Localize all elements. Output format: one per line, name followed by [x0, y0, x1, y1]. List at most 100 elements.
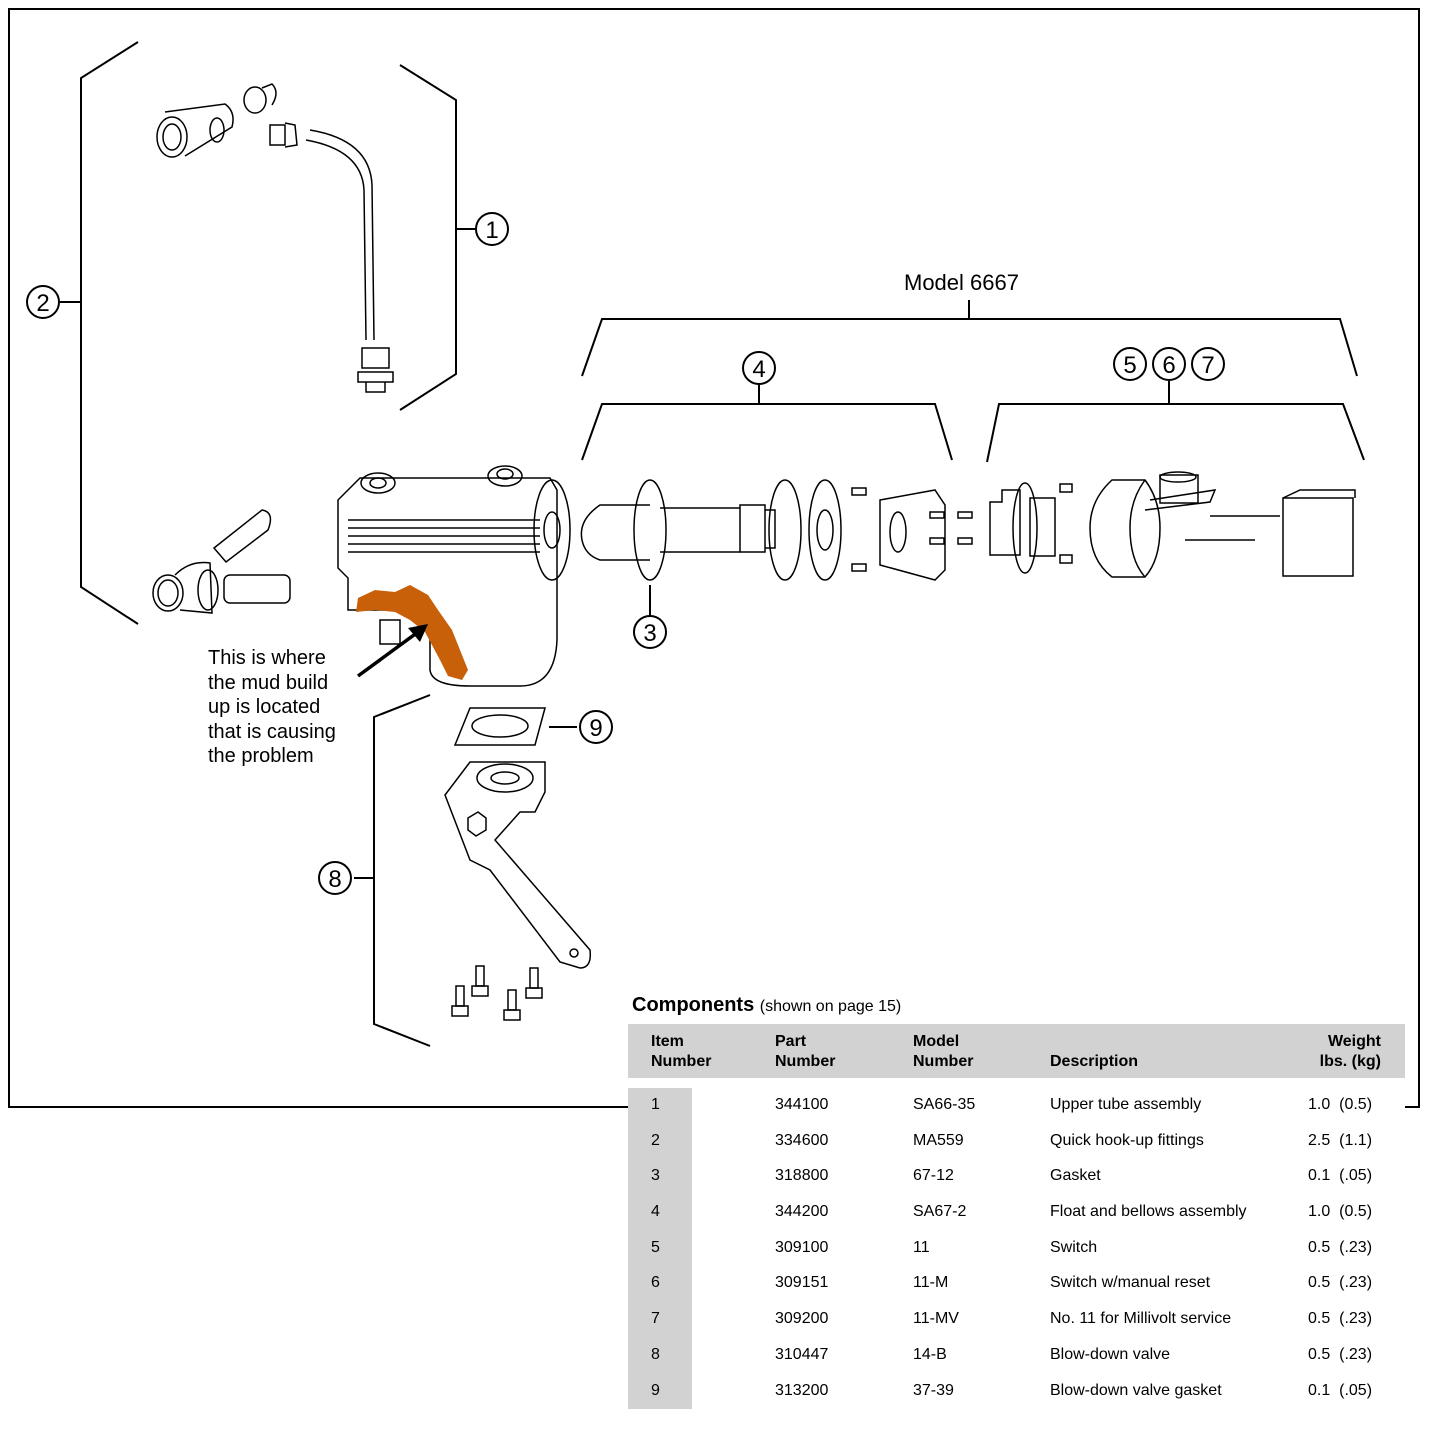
description: Switch [1050, 1238, 1098, 1256]
svg-text:7: 7 [1201, 352, 1214, 379]
callout-1: 1 [475, 212, 509, 246]
table-row: 7 309200 11-MV No. 11 for Millivolt service… [628, 1302, 1405, 1338]
item-number: 7 [651, 1310, 660, 1328]
model-number: 11-M [913, 1274, 949, 1292]
description: Float and bellows assembly [1050, 1203, 1247, 1221]
weight: 0.1 (.05) [1308, 1167, 1373, 1185]
svg-text:6: 6 [1162, 352, 1175, 379]
bracket-5-6-7 [986, 403, 1365, 463]
table-row: 1 344100 SA66-35 Upper tube assembly 1.0 (0.… [628, 1088, 1405, 1124]
item-number: 6 [651, 1274, 660, 1292]
weight: 1.0 (0.5) [1308, 1096, 1373, 1113]
components-title: Components (shown on page 15) [632, 994, 902, 1016]
callout-8: 8 [318, 861, 352, 895]
part-number: 334600 [775, 1131, 829, 1149]
description: Quick hook-up fittings [1050, 1131, 1204, 1149]
model-number: MA559 [913, 1131, 964, 1149]
valve-bolts [451, 965, 543, 1021]
weight: 0.5 (.23) [1308, 1345, 1373, 1363]
table-body: 1 344100 SA66-35 Upper tube assembly 1.0 (0.… [628, 1088, 1405, 1410]
switch-assembly [989, 471, 1356, 578]
weight: 1.0 (0.5) [1308, 1203, 1373, 1221]
table-row: 9 313200 37-39 Blow-down valve gasket 0.1 (.… [628, 1374, 1405, 1410]
model-number: 37-39 [913, 1381, 954, 1399]
item-number: 9 [651, 1381, 660, 1399]
model-number: 11 [913, 1238, 930, 1256]
mud-buildup-highlight [356, 585, 468, 680]
description: Switch w/manual reset [1050, 1274, 1211, 1292]
item-number: 3 [651, 1167, 660, 1185]
note-line: up is located [208, 696, 321, 718]
callout-7: 7 [1191, 347, 1225, 381]
description: Gasket [1050, 1167, 1101, 1185]
float-bellows-assembly [580, 479, 973, 581]
description: Blow-down valve [1050, 1345, 1171, 1363]
svg-text:9: 9 [589, 715, 602, 742]
float-chamber-body [337, 465, 571, 687]
weight: 0.5 (.23) [1308, 1238, 1373, 1256]
model-number: 67-12 [913, 1167, 954, 1185]
model-number: SA66-35 [913, 1096, 976, 1113]
model-number: SA67-2 [913, 1203, 967, 1221]
weight: 0.5 (.23) [1308, 1274, 1373, 1292]
description: No. 11 for Millivolt service [1050, 1310, 1232, 1328]
svg-text:5: 5 [1123, 352, 1136, 379]
item-number-column-shade [628, 1088, 692, 1410]
blow-down-valve [444, 707, 592, 1021]
part-number: 313200 [775, 1381, 829, 1399]
bracket-model-6667 [581, 318, 1358, 377]
item-number: 8 [651, 1345, 660, 1363]
item-number: 2 [651, 1131, 660, 1149]
table-row: 5 309100 11 Switch 0.5 (.23) [628, 1231, 1405, 1267]
callout-5: 5 [1113, 347, 1147, 381]
model-number: 14-B [913, 1345, 947, 1363]
callout-9: 9 [579, 710, 613, 744]
note-line: the mud build [208, 671, 329, 694]
table-row: 2 334600 MA559 Quick hook-up fittings 2.5 (1… [628, 1124, 1405, 1160]
weight: 2.5 (1.1) [1308, 1131, 1373, 1149]
svg-text:4: 4 [752, 356, 765, 383]
part-number: 318800 [775, 1167, 829, 1185]
model-number: 11-MV [913, 1310, 959, 1328]
part-number: 309151 [775, 1274, 829, 1292]
part-number: 309200 [775, 1310, 829, 1328]
item-number: 4 [651, 1203, 660, 1221]
bracket-8 [373, 694, 431, 1047]
callout-2: 2 [26, 285, 60, 319]
note-line: that is causing [208, 720, 336, 743]
table-row: 6 309151 11-M Switch w/manual reset 0.5 (.23… [628, 1266, 1405, 1302]
note-line: This is where [208, 647, 326, 669]
bracket-1 [399, 64, 457, 411]
svg-text:1: 1 [485, 217, 498, 244]
table-row: 4 344200 SA67-2 Float and bellows assembly 1… [628, 1195, 1405, 1231]
bracket-4 [581, 403, 953, 461]
callout-6: 6 [1152, 347, 1186, 381]
mud-annotation-note: This is where the mud build up is locate… [208, 646, 368, 769]
part-number: 344200 [775, 1203, 829, 1221]
part-number: 310447 [775, 1345, 829, 1363]
bracket-2 [80, 41, 139, 625]
svg-text:2: 2 [36, 290, 49, 317]
part-number: 309100 [775, 1238, 829, 1256]
description: Upper tube assembly [1050, 1096, 1202, 1113]
annotation-arrow [356, 624, 428, 678]
upper-tube-parts [156, 83, 394, 393]
item-number: 5 [651, 1238, 660, 1256]
weight: 0.5 (.23) [1308, 1310, 1373, 1328]
note-line: the problem [208, 745, 314, 767]
description: Blow-down valve gasket [1050, 1381, 1222, 1399]
part-number: 344100 [775, 1096, 829, 1113]
item-number: 1 [651, 1096, 660, 1113]
svg-text:3: 3 [643, 620, 656, 647]
table-row: 3 318800 67-12 Gasket 0.1 (.05) [628, 1159, 1405, 1195]
svg-text:8: 8 [328, 866, 341, 893]
weight: 0.1 (.05) [1308, 1381, 1373, 1399]
hook-up-fittings [152, 509, 291, 614]
callout-4: 4 [742, 351, 776, 385]
